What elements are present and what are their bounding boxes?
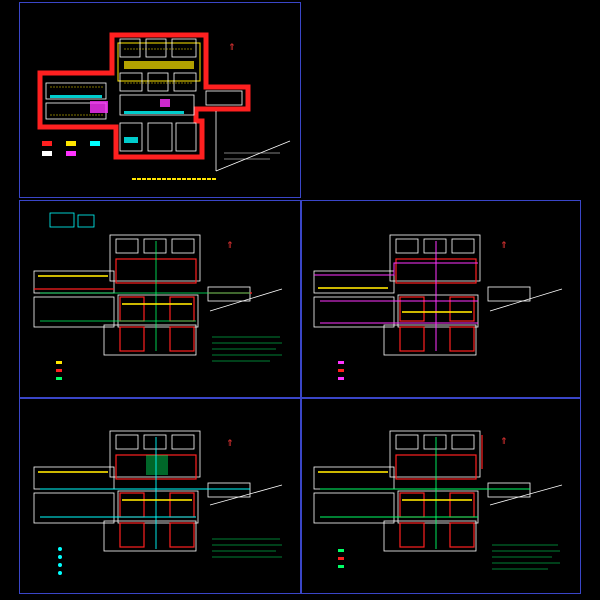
sheet-site-plan: ⇑: [19, 2, 301, 198]
sheet-utility-plan-1: ⇑: [19, 200, 301, 398]
utility-plan-drawing: [313, 430, 563, 570]
utility-plan-drawing: [33, 430, 283, 575]
sheet-utility-plan-2: ⇑: [301, 200, 581, 398]
utility-plan-drawing: [313, 234, 563, 380]
north-arrow-icon: ⇑: [226, 439, 234, 449]
utility-plan-drawing: [33, 212, 283, 380]
north-arrow-icon: ⇑: [226, 241, 234, 251]
sheet-utility-plan-4: ⇑: [301, 398, 581, 594]
north-arrow-icon: ⇑: [228, 43, 236, 53]
sheet-utility-plan-3: ⇑: [19, 398, 301, 594]
north-arrow-icon: ⇑: [500, 437, 508, 447]
north-arrow-icon: ⇑: [500, 241, 508, 251]
site-plan-drawing: [37, 32, 291, 180]
